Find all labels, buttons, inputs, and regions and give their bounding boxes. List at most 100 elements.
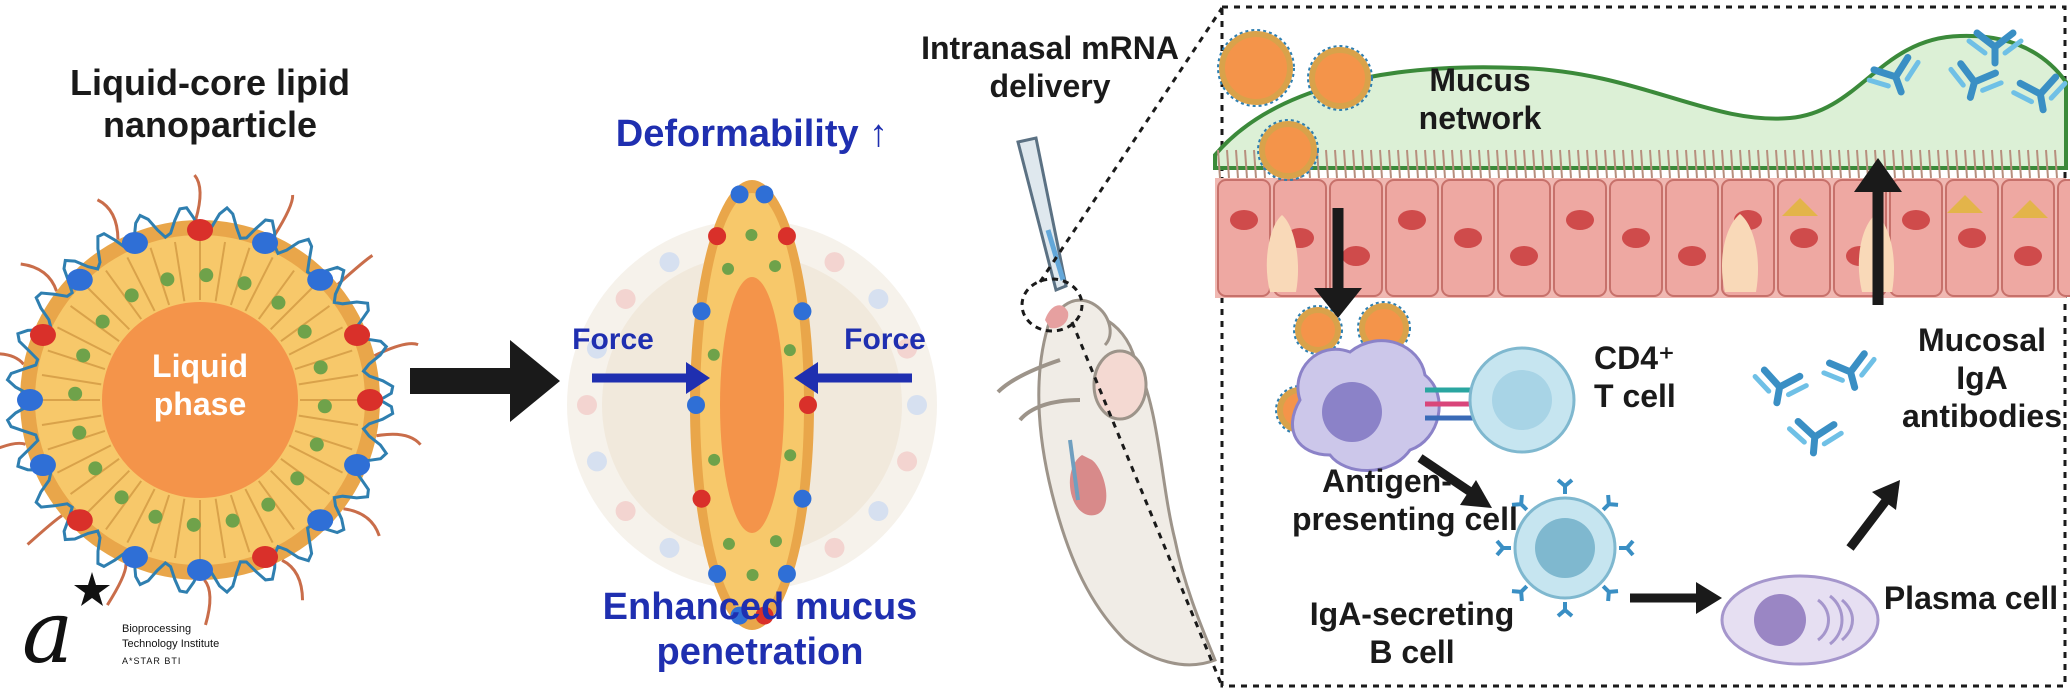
mini-lnp-ring <box>1257 119 1319 181</box>
cilium <box>1469 149 1473 179</box>
cilium <box>1901 149 1905 179</box>
lipid-chain <box>280 305 331 343</box>
cilium <box>1910 149 1914 179</box>
surface-dot <box>307 268 334 291</box>
surface-dot <box>17 389 43 411</box>
cilium <box>1658 149 1662 179</box>
mrna-bead <box>309 437 324 452</box>
deformability-label: Deformability ↑ <box>615 113 889 155</box>
surface-dot <box>29 454 56 477</box>
cell-nucleus <box>1902 210 1930 230</box>
svg-text:a: a <box>22 583 73 683</box>
lipid-chain <box>105 269 143 320</box>
deformed-dot <box>793 302 812 321</box>
astar-logo-mark: a <box>22 572 110 683</box>
arrow-plasma-to-iga <box>1872 480 1900 510</box>
lipid-chain <box>294 429 353 451</box>
antibody-icon <box>1866 54 1921 96</box>
deformed-dot <box>708 227 727 246</box>
surface-dot <box>66 509 93 532</box>
cilium <box>1991 149 1995 179</box>
cilium <box>1838 149 1842 179</box>
cilium <box>1847 149 1851 179</box>
mrna-bead <box>783 344 796 357</box>
apc-nucleus <box>1322 382 1382 442</box>
cell-nucleus <box>1566 210 1594 230</box>
deformed-particle <box>567 180 937 630</box>
epithelial-cell <box>1497 179 1551 297</box>
mrna-bead <box>76 348 91 363</box>
lipid-chain <box>41 373 102 386</box>
surface-dot <box>121 231 148 254</box>
mrna-bead <box>745 229 758 242</box>
mouse-paws <box>996 358 1081 422</box>
cilium <box>1415 149 1419 179</box>
cilium <box>1649 149 1653 179</box>
antibody-icon <box>1752 366 1809 407</box>
cilium <box>1685 149 1689 179</box>
lipid-chain <box>173 498 186 559</box>
cilium <box>2027 149 2031 179</box>
cell-nucleus <box>2014 246 2042 266</box>
cilium <box>1820 149 1824 179</box>
cell-nucleus <box>1454 228 1482 248</box>
mrna-bead <box>237 276 252 291</box>
surface-dot <box>187 559 213 581</box>
plasma-cell <box>1720 574 1880 666</box>
cilium <box>1703 149 1707 179</box>
epithelial-cell <box>2057 179 2070 297</box>
mrna-bead <box>784 449 797 462</box>
peg-tails <box>0 174 422 626</box>
mini-lnp <box>1295 307 1341 353</box>
peg-tail <box>272 194 295 237</box>
ghost-dot <box>897 338 918 359</box>
cilium <box>1253 149 1257 179</box>
antibody-icon <box>2011 73 2068 114</box>
peg-tail <box>203 578 212 626</box>
lipid-chain <box>173 241 186 302</box>
cilium <box>1721 149 1725 179</box>
mucosa-zoom-box <box>1220 5 2067 688</box>
antibody-icon <box>1821 350 1877 391</box>
cilia <box>1217 149 2058 179</box>
lnp-particle <box>0 174 422 626</box>
cilium <box>1631 149 1635 179</box>
cilium <box>1514 149 1518 179</box>
cilium <box>1316 149 1320 179</box>
mrna-bead <box>124 288 139 303</box>
deformed-dot <box>799 396 817 414</box>
lipid-chain <box>270 470 314 514</box>
cilium <box>1559 149 1563 179</box>
bcell-nucleus <box>1535 518 1595 578</box>
cilium <box>1352 149 1356 179</box>
surface-dot <box>344 454 371 477</box>
cilium <box>1604 149 1608 179</box>
mrna-bead <box>160 272 175 287</box>
mrna-bead <box>88 461 103 476</box>
cilium <box>1379 149 1383 179</box>
mini-lnp <box>1259 121 1317 179</box>
cilium <box>1586 149 1590 179</box>
lipid-chain <box>126 256 156 312</box>
ghost-dot <box>615 501 636 522</box>
cilium <box>1919 149 1923 179</box>
lipid-chain <box>56 326 112 356</box>
liquid-core <box>102 302 298 498</box>
mrna-bead <box>708 453 721 466</box>
cilium <box>1946 149 1950 179</box>
mrna-bead <box>313 360 328 375</box>
cilium <box>1568 149 1572 179</box>
surface-dot <box>307 509 334 532</box>
mucosal-iga-label: Mucosal IgA antibodies <box>1901 322 2062 434</box>
peg-tail <box>373 342 419 358</box>
cell-nucleus <box>1958 228 1986 248</box>
lipid-chain <box>244 488 274 544</box>
epithelial-cell <box>1553 179 1607 297</box>
mrna-bead <box>290 471 305 486</box>
mrna-bead <box>271 295 286 310</box>
ghost-dot <box>897 451 918 472</box>
deformed-dot <box>777 227 796 246</box>
iga-receptors <box>1782 195 2048 218</box>
cilium <box>1325 149 1329 179</box>
cell-nucleus <box>1230 210 1258 230</box>
